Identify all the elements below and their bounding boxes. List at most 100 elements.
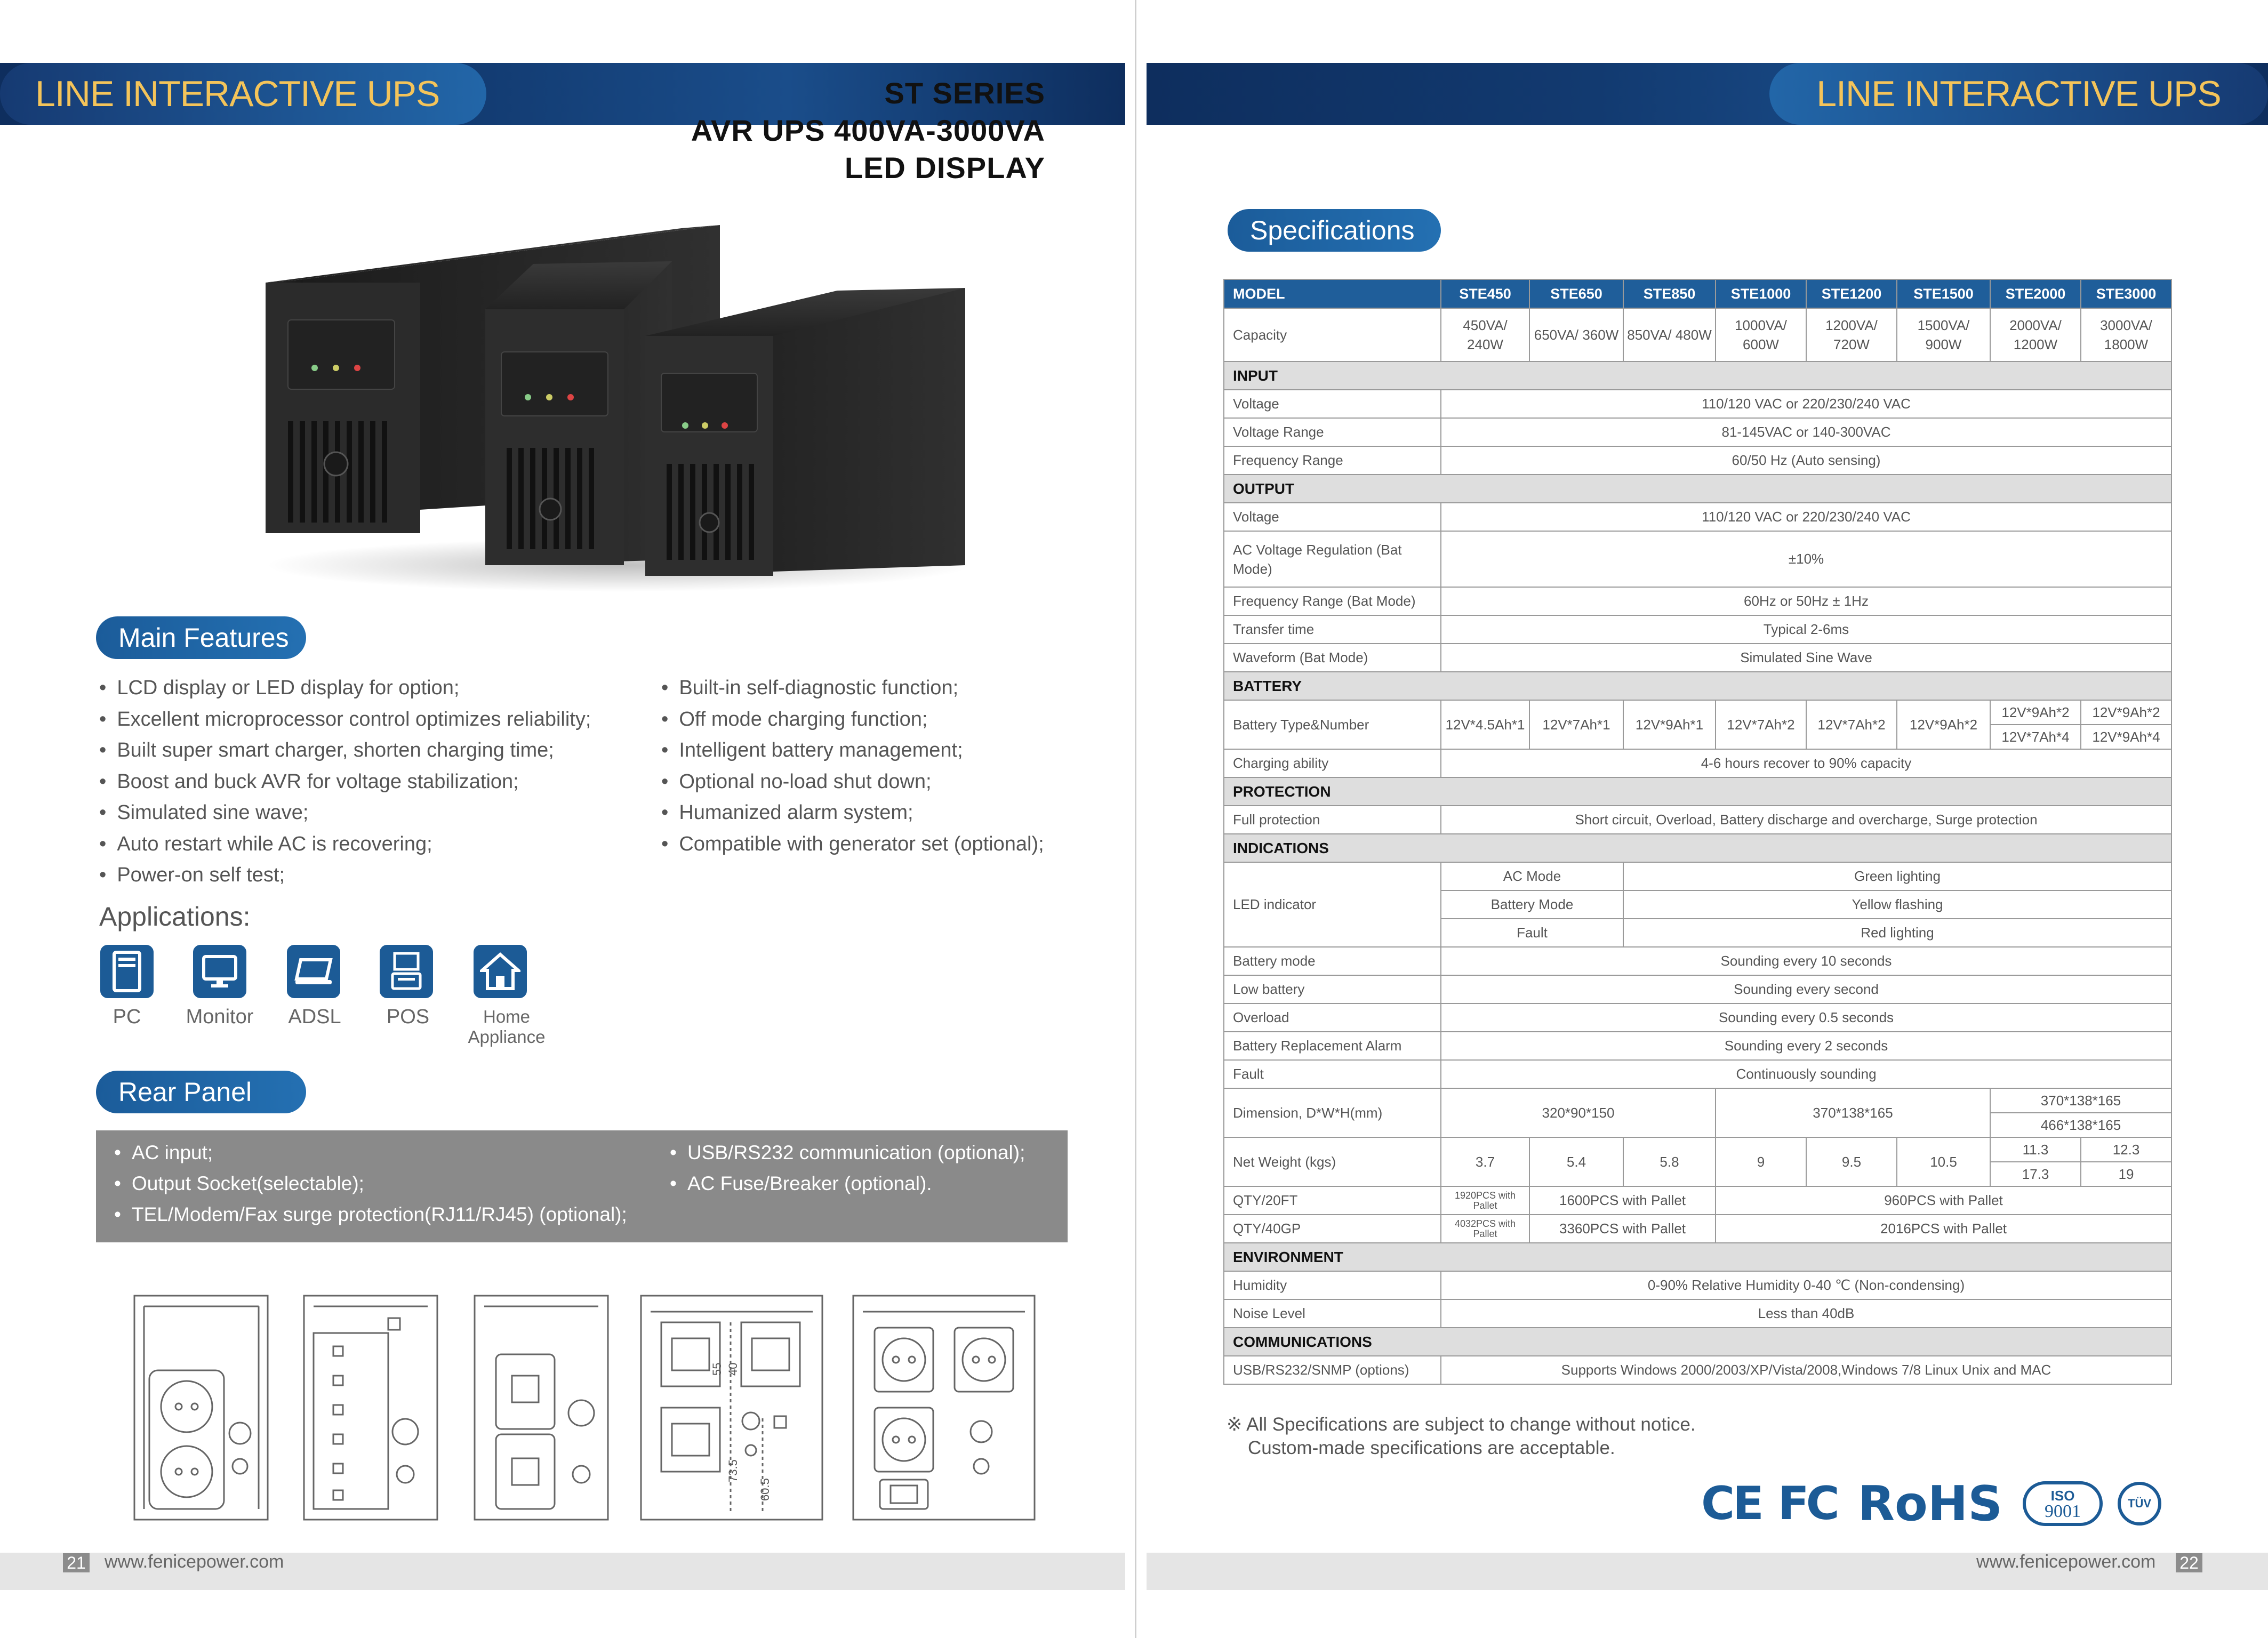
app-label-pos: POS [386, 1006, 430, 1028]
row-label: Voltage [1223, 389, 1441, 419]
row-value: Sounding every second [1440, 975, 2172, 1004]
model-cell: STE650 [1529, 279, 1624, 309]
row-value: Short circuit, Overload, Battery dischar… [1440, 805, 2172, 834]
list-item: Off mode charging function; [661, 704, 1088, 735]
row-label: Humidity [1223, 1271, 1441, 1300]
pos-icon [380, 945, 433, 998]
dim-cell: 466*138*165 [1990, 1112, 2172, 1138]
weight-cell: 3.7 [1440, 1137, 1530, 1187]
list-item: Built super smart charger, shorten charg… [99, 735, 648, 766]
model-cell: STE450 [1440, 279, 1530, 309]
battery-cell: 12V*9Ah*2 [2080, 700, 2172, 725]
iso-logo-number: 9001 [2045, 1502, 2081, 1521]
right-footer-bar [1147, 1553, 2268, 1590]
section-label: ENVIRONMENT [1223, 1242, 2172, 1272]
weight-cell: 5.4 [1529, 1137, 1624, 1187]
capacity-cell: 1000VA/ 600W [1715, 308, 1807, 362]
qty-cell: 3360PCS with Pallet [1529, 1214, 1716, 1243]
main-features-title: Main Features [96, 616, 306, 659]
table-row: USB/RS232/SNMP (options)Supports Windows… [1223, 1355, 2172, 1385]
battery-cell: 12V*9Ah*4 [2080, 724, 2172, 750]
specifications-title: Specifications [1228, 209, 1441, 252]
left-page-number: 21 [63, 1553, 90, 1572]
rear-panel-drawings: 73.5 60.5 55 40 [133, 1295, 1036, 1521]
row-label: Battery Type&Number [1223, 700, 1441, 750]
capacity-cell: 1200VA/ 720W [1806, 308, 1897, 362]
table-row-weight-2: 17.3 19 [1224, 1161, 2172, 1187]
app-label-adsl: ADSL [288, 1006, 341, 1028]
ce-logo: CE [1701, 1477, 1764, 1530]
section-battery: BATTERY [1223, 671, 2172, 701]
battery-cell: 12V*9Ah*1 [1623, 700, 1716, 750]
row-label: Voltage [1223, 502, 1441, 532]
battery-cell: 12V*9Ah*2 [1896, 700, 1991, 750]
app-label-pc: PC [113, 1006, 141, 1028]
battery-cell: 12V*7Ah*1 [1529, 700, 1624, 750]
row-value: Simulated Sine Wave [1440, 643, 2172, 672]
app-label-home-appliance: Home Appliance [468, 1007, 546, 1047]
model-cell: STE1000 [1715, 279, 1807, 309]
row-label: Noise Level [1223, 1299, 1441, 1328]
specifications-table: MODEL STE450 STE650 STE850 STE1000 STE12… [1223, 279, 2172, 1385]
table-row-weight: Net Weight (kgs) 3.7 5.4 5.8 9 9.5 10.5 … [1223, 1137, 2172, 1187]
drawing-dim-label: 55 [710, 1363, 724, 1376]
capacity-cell: 650VA/ 360W [1529, 308, 1624, 362]
list-item: Humanized alarm system; [661, 797, 1088, 829]
row-value: Continuously sounding [1440, 1059, 2172, 1089]
weight-cell: 5.8 [1623, 1137, 1716, 1187]
drawing-dim-label: 60.5 [758, 1478, 772, 1501]
list-item: Simulated sine wave; [99, 797, 648, 829]
right-banner-title: LINE INTERACTIVE UPS [1769, 63, 2268, 125]
qty-cell: 4032PCS with Pallet [1440, 1214, 1530, 1243]
row-label: Fault [1223, 1059, 1441, 1089]
row-label: Full protection [1223, 805, 1441, 834]
section-input: INPUT [1223, 361, 2172, 390]
section-protection: PROTECTION [1223, 777, 2172, 806]
row-value: Sounding every 2 seconds [1440, 1031, 2172, 1061]
app-label-monitor: Monitor [186, 1006, 254, 1028]
row-label: Waveform (Bat Mode) [1223, 643, 1441, 672]
section-indications: INDICATIONS [1223, 833, 2172, 863]
row-label: Charging ability [1223, 749, 1441, 778]
rohs-logo: RoHS [1857, 1475, 2003, 1532]
applications-title: Applications: [99, 902, 251, 932]
capacity-cell: 450VA/ 240W [1440, 308, 1530, 362]
adsl-icon [287, 945, 340, 998]
home-icon [474, 945, 527, 998]
fcc-logo: FC [1777, 1477, 1840, 1530]
list-item: Built-in self-diagnostic function; [661, 672, 1088, 704]
table-row-led: Fault Red lighting [1224, 918, 2172, 948]
row-value: Less than 40dB [1440, 1299, 2172, 1328]
capacity-cell: 2000VA/ 1200W [1990, 308, 2081, 362]
row-label: Overload [1223, 1003, 1441, 1032]
model-cell: STE1500 [1896, 279, 1991, 309]
led-mode: AC Mode [1440, 862, 1624, 891]
list-item: Intelligent battery management; [661, 735, 1088, 766]
spine-divider [1135, 0, 1136, 1638]
qty-cell: 960PCS with Pallet [1715, 1186, 2172, 1215]
table-row-qty20: QTY/20FT 1920PCS with Pallet 1600PCS wit… [1223, 1186, 2172, 1215]
section-environment: ENVIRONMENT [1223, 1242, 2172, 1272]
section-label: BATTERY [1223, 671, 2172, 701]
iso-logo-text: ISO [2050, 1488, 2075, 1504]
row-label: Transfer time [1223, 615, 1441, 644]
rear-list-col1: AC input;Output Socket(selectable);TEL/M… [114, 1137, 674, 1230]
model-cell: STE2000 [1990, 279, 2081, 309]
header-line-range: AVR UPS 400VA-3000VA [691, 114, 1045, 147]
capacity-cell: 3000VA/ 1800W [2080, 308, 2172, 362]
left-url: www.fenicepower.com [105, 1552, 284, 1572]
model-cell: STE3000 [2080, 279, 2172, 309]
table-row-battery-2: 12V*7Ah*4 12V*9Ah*4 [1224, 724, 2172, 750]
weight-cell: 9.5 [1806, 1137, 1897, 1187]
table-row: AC Voltage Regulation (Bat Mode)±10% [1223, 531, 2172, 588]
dim-cell: 320*90*150 [1440, 1088, 1716, 1138]
table-row-dimension-2: 466*138*165 [1224, 1112, 2172, 1138]
weight-cell: 12.3 [2080, 1137, 2172, 1162]
led-mode: Fault [1440, 918, 1624, 948]
table-row-qty40: QTY/40GP 4032PCS with Pallet 3360PCS wit… [1223, 1214, 2172, 1243]
